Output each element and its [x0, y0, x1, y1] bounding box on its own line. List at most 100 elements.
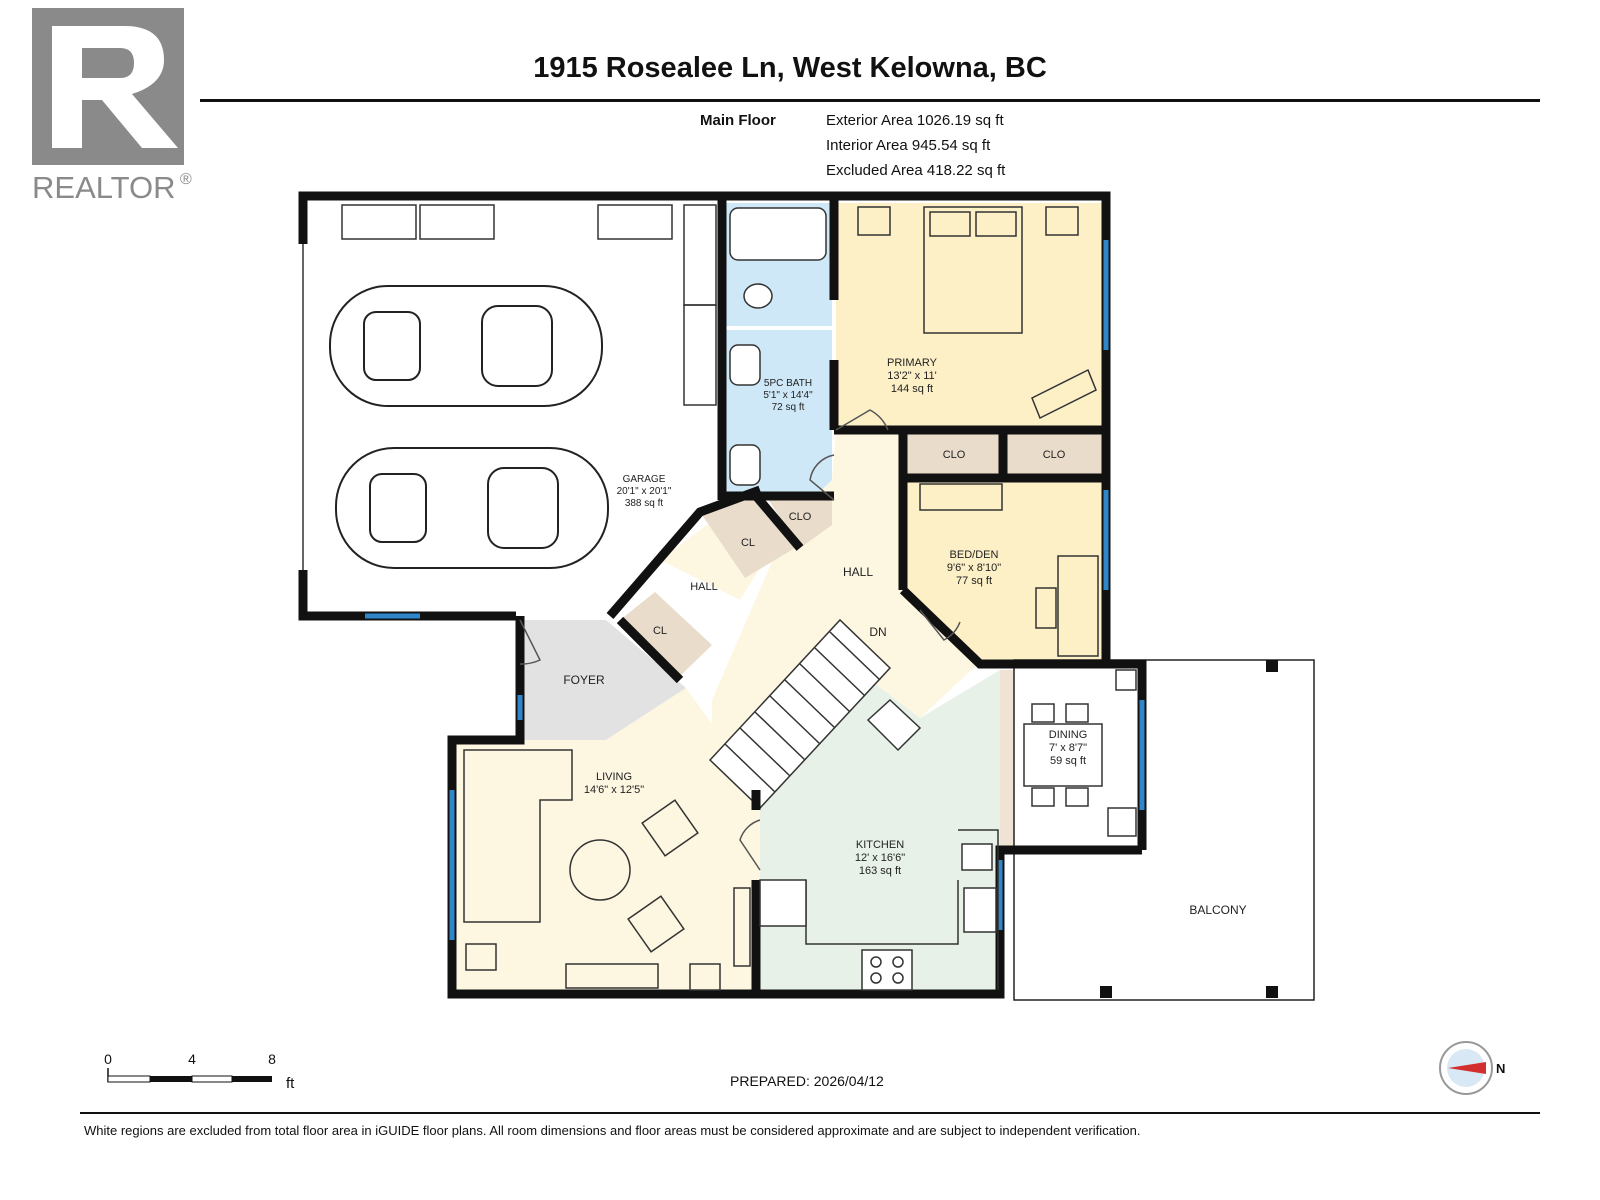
- stair-outline: [708, 618, 892, 810]
- logo-r-mark: [52, 26, 178, 148]
- room-dims-bed-den: 9'6" x 8'10": [947, 562, 1001, 574]
- counter: [958, 829, 999, 990]
- stair-tread: [799, 663, 851, 713]
- cabinet: [919, 483, 1003, 511]
- room-area-bath: 72 sq ft: [772, 402, 805, 413]
- logo-registered-mark: ®: [180, 171, 192, 188]
- room-area-primary: 144 sq ft: [891, 383, 933, 395]
- logo-wordmark: REALTOR: [32, 170, 176, 205]
- walls: [298, 191, 1147, 999]
- scale-bar: 0 4 8 ft: [104, 1051, 295, 1092]
- bed-den-fill: [905, 480, 1102, 662]
- primary-furniture: [857, 206, 1097, 420]
- burner: [870, 956, 882, 968]
- door-swing-icon: [809, 454, 835, 501]
- wall-hall-north: [606, 485, 762, 619]
- chair-icon: [1031, 703, 1055, 723]
- tv-console: [565, 963, 659, 989]
- wall-cl-1: [752, 493, 804, 551]
- room-label-balcony: BALCONY: [1189, 903, 1246, 917]
- stair-tread: [754, 711, 806, 761]
- disclaimer-text: White regions are excluded from total fl…: [84, 1123, 1141, 1138]
- room-label-dining: DINING: [1049, 729, 1088, 741]
- room-label-primary: PRIMARY: [887, 357, 938, 369]
- living-fill: [456, 688, 760, 990]
- car-windshield: [369, 473, 427, 543]
- sink-icon: [729, 344, 761, 386]
- wall-garage-south: [298, 570, 516, 621]
- scale-segment: [107, 1075, 151, 1083]
- dining-table-icon: [1023, 723, 1103, 787]
- range-hood: [961, 843, 993, 871]
- chair-icon: [1035, 587, 1057, 629]
- garage-cars: [329, 285, 609, 569]
- scale-tick-0: 0: [104, 1051, 112, 1067]
- room-label-cl-1: CL: [741, 537, 755, 549]
- wall-cl-2: [616, 616, 684, 684]
- shelf: [419, 204, 495, 240]
- foyer-fill: [516, 620, 686, 740]
- room-labels: GARAGE 20'1" x 20'1" 388 sq ft 5PC BATH …: [563, 357, 1246, 917]
- north-compass-icon: N: [1439, 1041, 1505, 1095]
- balcony-post: [1266, 660, 1278, 672]
- stair-landing-rail: [866, 698, 922, 752]
- balcony-post: [1266, 986, 1278, 998]
- pillow: [975, 211, 1017, 237]
- fridge-icon: [759, 879, 807, 927]
- room-area-bed-den: 77 sq ft: [956, 575, 992, 587]
- bathtub-icon: [729, 207, 827, 261]
- excluded-area: Excluded Area 418.22 sq ft: [826, 162, 1006, 179]
- scale-segment: [150, 1076, 192, 1082]
- nightstand: [1045, 206, 1079, 236]
- shelf: [733, 887, 751, 967]
- stair-tread: [784, 679, 836, 729]
- chair-icon: [1065, 787, 1089, 807]
- door-swing-icon: [919, 609, 961, 641]
- footer-rule: [80, 1112, 1540, 1114]
- side-table: [1107, 807, 1137, 837]
- balcony-posts: [1100, 660, 1278, 998]
- balcony-fill: [1013, 659, 1315, 1001]
- clo-3-fill: [766, 496, 832, 548]
- stair-tread: [829, 631, 881, 681]
- stairs-down-label: DN: [869, 625, 886, 639]
- primary-fill: [836, 203, 1106, 430]
- armchair-icon: [627, 895, 685, 953]
- stair-tread: [724, 743, 776, 793]
- sofa-icon: [463, 749, 573, 923]
- bed-icon: [923, 206, 1023, 334]
- compass-north-label: N: [1496, 1061, 1505, 1076]
- scale-segment: [191, 1075, 233, 1083]
- chair-icon: [1065, 703, 1089, 723]
- floor-label: Main Floor: [700, 112, 776, 129]
- car-roof: [481, 305, 553, 387]
- room-label-garage: GARAGE: [623, 474, 666, 485]
- garage-shelving: [341, 204, 717, 406]
- interior-area: Interior Area 945.54 sq ft: [826, 137, 991, 154]
- armchair-icon: [641, 799, 699, 857]
- room-area-dining: 59 sq ft: [1050, 755, 1086, 767]
- pillow: [929, 211, 971, 237]
- cl-1-fill: [700, 490, 800, 578]
- room-label-foyer: FOYER: [563, 673, 605, 687]
- room-label-closet-3: CLO: [789, 511, 812, 523]
- door-swing-icon: [835, 409, 889, 431]
- scale-tick-8: 8: [268, 1051, 276, 1067]
- room-label-closet-2: CLO: [1043, 449, 1066, 461]
- scale-unit: ft: [286, 1075, 295, 1092]
- room-dims-dining: 7' x 8'7": [1049, 742, 1087, 754]
- room-dims-kitchen: 12' x 16'6": [855, 852, 905, 864]
- closet-1-fill: [905, 434, 1000, 476]
- stair-tread: [769, 695, 821, 745]
- room-dims-primary: 13'2" x 11': [887, 370, 937, 382]
- header-rule: [200, 99, 1540, 102]
- wall-foyer: [447, 616, 525, 760]
- room-label-bath: 5PC BATH: [764, 378, 812, 389]
- stairs: [708, 618, 922, 810]
- room-dims-bath: 5'1" x 14'4": [763, 390, 813, 401]
- room-area-garage: 388 sq ft: [625, 498, 664, 509]
- shelf: [683, 304, 717, 406]
- room-label-bed-den: BED/DEN: [950, 549, 999, 561]
- burner: [870, 972, 882, 984]
- kitchen-fixtures: [759, 829, 999, 991]
